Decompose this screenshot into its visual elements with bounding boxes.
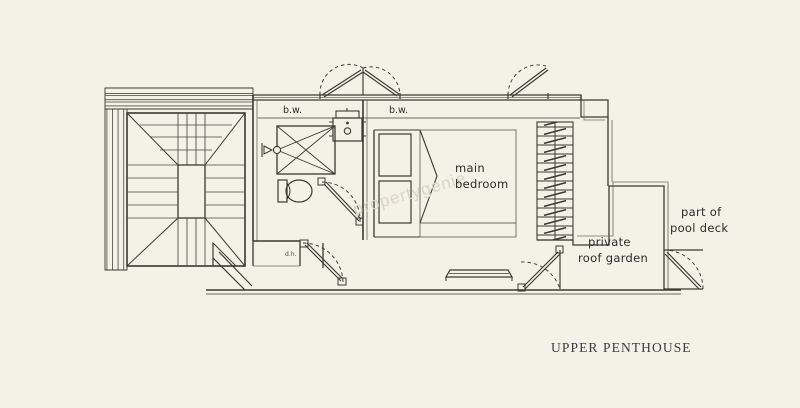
door-swing-group bbox=[299, 63, 704, 292]
outdoor-bench bbox=[444, 269, 514, 281]
wardrobe-closet bbox=[373, 129, 420, 238]
label-bathroom-east: b.w. bbox=[389, 105, 408, 116]
staircase bbox=[126, 112, 246, 267]
roof-garden-outline bbox=[537, 117, 669, 290]
label-main-bedroom-line2: bedroom bbox=[455, 177, 509, 191]
label-bathroom-west: b.w. bbox=[283, 105, 302, 116]
label-roof-garden-line2: roof garden bbox=[578, 251, 648, 265]
plan-title: UPPER PENTHOUSE bbox=[551, 340, 692, 355]
label-door-hinge: d.h. bbox=[285, 251, 297, 258]
label-pool-deck-line2: pool deck bbox=[670, 221, 728, 235]
bed-furniture bbox=[419, 129, 517, 238]
label-pool-deck-line1: part of bbox=[681, 205, 722, 219]
shower-enclosure bbox=[261, 125, 336, 175]
label-main-bedroom-line1: main bbox=[455, 161, 485, 175]
toilet-fixture bbox=[277, 179, 313, 203]
planter-hatch-strip bbox=[536, 121, 574, 241]
vanity-sink-fixture bbox=[329, 108, 366, 142]
building-walls bbox=[206, 94, 681, 295]
label-roof-garden-line1: private bbox=[588, 235, 631, 249]
